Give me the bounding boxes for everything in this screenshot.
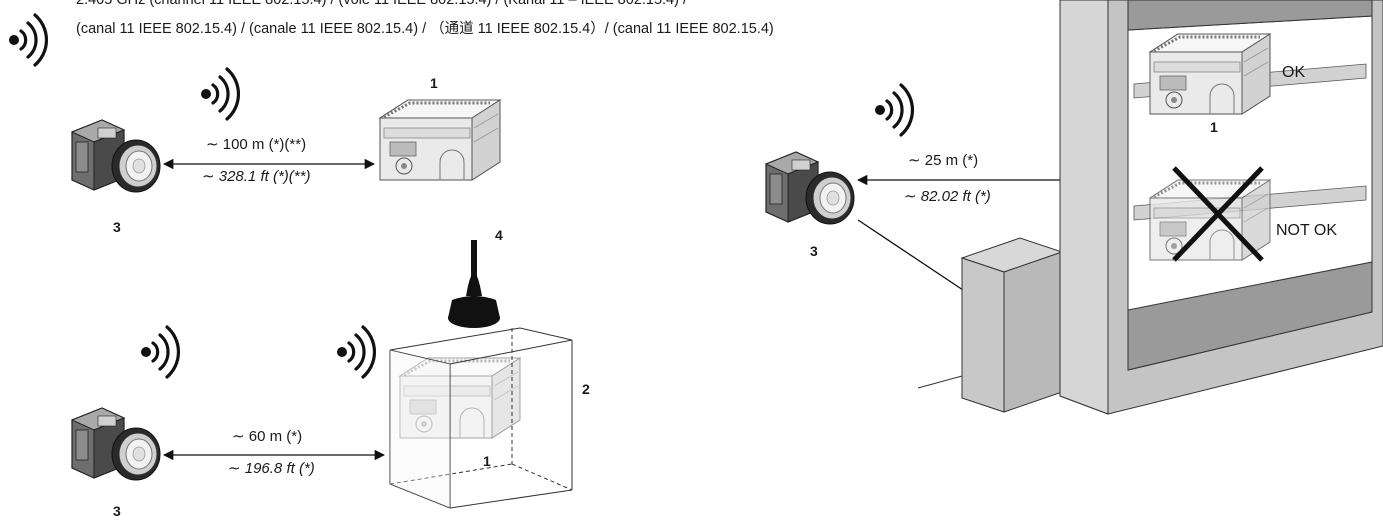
range-direct-feet: ∼ 328.1 ft (*)(**) [202,168,311,185]
frequency-header-line2: (canal 11 IEEE 802.15.4) / (canale 11 IE… [76,21,774,37]
frequency-header-line1: 2.405 GHz (channel 11 IEEE 802.15.4) / (… [76,0,687,8]
label-antenna: 4 [495,227,503,243]
obstacle-arrow [857,219,973,297]
wireless-signal-icon [873,83,915,137]
range-cabinet-feet: ∼ 82.02 ft (*) [904,188,991,205]
label-push-button: 3 [113,219,121,235]
controller-module-icon [1148,32,1272,116]
wireless-signal-icon [335,325,377,379]
push-button-icon [765,151,855,225]
controller-module-icon [378,98,502,182]
label-controller: 1 [1210,119,1218,135]
wireless-signal-icon [139,325,181,379]
label-push-button: 3 [113,503,121,519]
push-button-icon [71,119,161,193]
label-controller: 1 [483,453,491,469]
push-button-icon [71,407,161,481]
status-ok-label: OK [1282,64,1306,81]
range-enclosure-meters: ∼ 60 m (*) [232,428,303,445]
enclosure-box [389,327,573,509]
range-enclosure-feet: ∼ 196.8 ft (*) [228,460,315,477]
wireless-signal-icon [7,13,49,67]
status-not-ok-label: NOT OK [1276,222,1338,239]
range-direct-meters: ∼ 100 m (*)(**) [206,136,307,153]
obstacle-block [917,237,1064,413]
antenna-icon [448,240,500,328]
label-push-button: 3 [810,243,818,259]
label-controller: 1 [430,75,438,91]
range-cabinet-meters: ∼ 25 m (*) [908,152,979,169]
wireless-signal-icon [199,67,241,121]
label-enclosure: 2 [582,381,590,397]
cross-icon [1172,166,1264,262]
